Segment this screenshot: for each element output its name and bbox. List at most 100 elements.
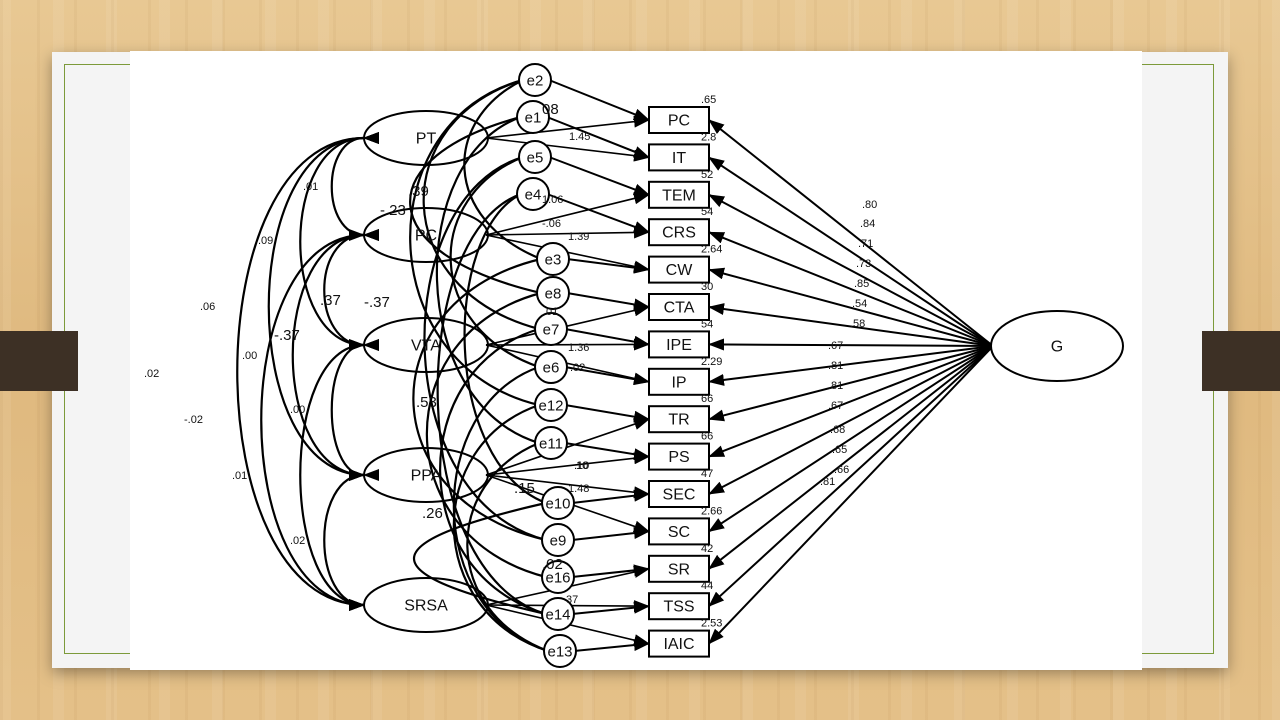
error-label: e13 (547, 644, 572, 661)
factor-covariance-arc (323, 468, 380, 611)
error-circle (541, 486, 575, 520)
indicator-label: CRS (662, 225, 696, 242)
general-loading-label: .67 (828, 400, 843, 412)
factor-loading-path (485, 137, 650, 162)
indicator-label: PS (668, 449, 689, 466)
r-squared-label: 2.66 (701, 505, 722, 517)
general-loading-path (708, 338, 994, 351)
error-label: e10 (545, 496, 570, 513)
general-loading-path (708, 193, 994, 347)
error-path (546, 116, 650, 159)
error-circle (543, 634, 577, 668)
indicator-label: CW (666, 262, 694, 279)
error-label: e14 (545, 607, 570, 624)
factor-covariance-arc (330, 131, 380, 241)
error-path (573, 639, 650, 652)
error-circle (534, 350, 568, 384)
general-loading-label: .67 (828, 340, 843, 352)
factor-loading-label: -.06 (542, 218, 561, 230)
general-loading-path (708, 345, 994, 645)
indicator-box (648, 367, 710, 396)
general-loading-label: .81 (828, 380, 843, 392)
error-covariance-curve (435, 106, 540, 445)
indicator-label: IPE (666, 337, 692, 354)
general-loading-label: .58 (850, 318, 865, 330)
error-label: e3 (545, 252, 562, 269)
r-squared-label: 47 (701, 468, 713, 480)
indicator-label: IAIC (663, 636, 694, 653)
covariance-value-label: .02 (542, 556, 563, 573)
indicator-box (648, 218, 710, 247)
factor-correlation-label: .02 (144, 368, 159, 380)
factor-correlation-label: -.02 (184, 414, 203, 426)
error-label: e11 (539, 436, 563, 453)
error-circle (518, 63, 552, 97)
general-loading-path (708, 345, 994, 386)
general-loading-label: .80 (862, 199, 877, 211)
r-squared-label: 2.64 (701, 244, 722, 256)
factor-loading-path (485, 474, 650, 499)
error-covariance-curve (466, 431, 556, 653)
error-label: e6 (543, 360, 560, 377)
factor-loading-label: 1.39 (568, 231, 589, 243)
factor-loading-path (485, 338, 650, 351)
error-covariance-curve (412, 249, 557, 542)
error-circle (541, 523, 575, 557)
error-circle (536, 242, 570, 276)
error-label: e5 (527, 150, 544, 167)
right-edge-tab (1202, 331, 1280, 391)
indicator-box (648, 480, 710, 508)
factor-correlation-label: .06 (200, 301, 215, 313)
general-factor-ellipse (990, 310, 1124, 382)
indicator-label: IP (671, 374, 686, 391)
general-loading-label: .54 (852, 298, 867, 310)
error-path (564, 404, 650, 423)
factor-loading-label: 08 (542, 101, 559, 118)
factor-loading-label: 10 (576, 460, 588, 472)
indicator-box (648, 405, 710, 434)
general-loading-label: .71 (858, 238, 873, 250)
r-squared-label: 2.53 (701, 618, 722, 630)
general-loading-label: .66 (834, 464, 849, 476)
general-loading-path (708, 345, 994, 570)
covariance-value-label: -.37 (364, 294, 390, 311)
general-loading-path (708, 231, 994, 347)
error-circle (518, 140, 552, 174)
error-covariance-curve (423, 146, 547, 542)
factor-ellipse (363, 447, 489, 503)
r-squared-label: 52 (701, 169, 713, 181)
factor-ellipse (363, 577, 489, 633)
indicator-label: IT (672, 150, 686, 167)
error-path (571, 601, 650, 615)
error-covariance-curve (436, 183, 547, 616)
factor-label: VTA (411, 338, 441, 355)
factor-loading-label: 37 (566, 594, 578, 606)
indicator-box (648, 592, 710, 621)
factor-correlation-label: .00 (290, 404, 305, 416)
indicator-label: PC (668, 113, 690, 130)
error-label: e16 (545, 570, 570, 587)
general-loading-label: .84 (860, 218, 875, 230)
error-circle (516, 100, 550, 134)
covariance-value-label: -.23 (380, 202, 406, 219)
factor-covariance-arc (323, 228, 380, 351)
error-circle (541, 560, 575, 594)
factor-covariance-arc (299, 338, 380, 611)
error-path (548, 79, 650, 121)
indicator-box (648, 554, 710, 583)
factor-correlation-label: .09 (258, 235, 273, 247)
r-squared-label: 42 (701, 543, 713, 555)
covariance-value-label: .15 (514, 480, 535, 497)
factor-loading-path (485, 418, 650, 476)
error-label: e9 (550, 533, 567, 550)
indicator-label: SR (668, 561, 690, 578)
general-loading-label: .73 (856, 258, 871, 270)
indicator-box (648, 330, 710, 359)
factor-label: PC (415, 228, 437, 245)
error-path (571, 527, 650, 541)
error-label: e1 (525, 110, 542, 127)
general-loading-label: .85 (854, 278, 869, 290)
general-loading-label: .81 (828, 360, 843, 372)
r-squared-label: 30 (701, 281, 713, 293)
factor-covariance-arc (330, 338, 380, 481)
